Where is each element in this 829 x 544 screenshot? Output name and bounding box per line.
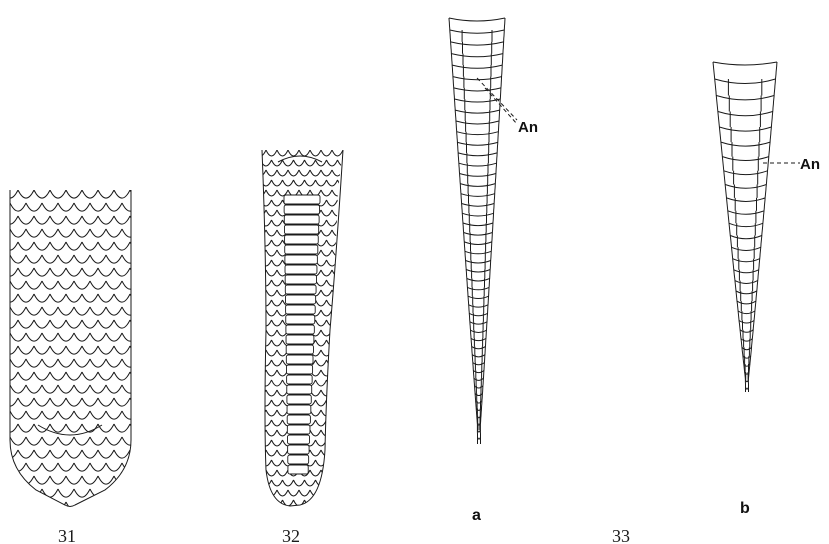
figure-33a-annotation: An [518, 119, 538, 136]
figure-33b-segment-pattern [713, 62, 777, 392]
figure-33-number: 33 [612, 526, 630, 544]
figure-33a-letter: a [472, 507, 481, 524]
figure-31-drawing [0, 190, 154, 510]
figure-33a-segment-pattern [449, 18, 505, 444]
figure-33a-drawing: An a [449, 18, 538, 524]
figure-33a-pointer-1 [477, 78, 517, 120]
figure-31-number: 31 [58, 526, 76, 544]
figure-33b-annotation: An [800, 156, 820, 173]
figure-32-drawing [250, 150, 360, 506]
figure-32-number: 32 [282, 526, 300, 544]
figure-33b-drawing: An b [713, 62, 820, 517]
figure-33b-letter: b [740, 500, 750, 517]
